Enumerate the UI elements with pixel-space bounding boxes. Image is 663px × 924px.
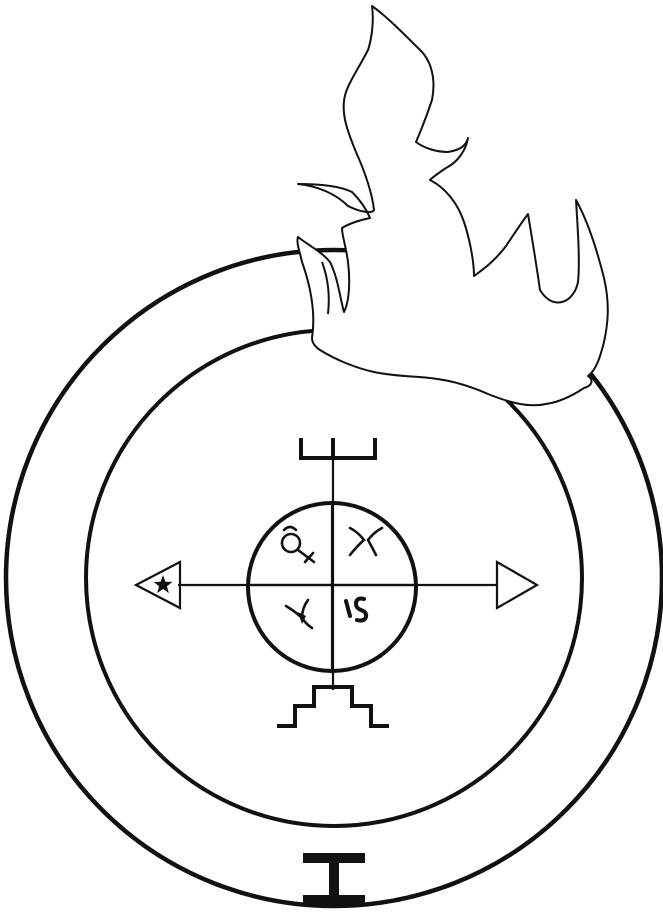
flame-icon	[297, 6, 607, 405]
triangle-with-star-icon	[136, 562, 180, 608]
triangle-icon	[497, 562, 537, 608]
i-beam-icon	[303, 853, 365, 905]
mercury-venus-symbol-icon	[282, 527, 314, 562]
fork-icon	[286, 600, 312, 628]
step-pyramid-icon	[277, 687, 389, 726]
is-glyph-icon	[346, 599, 366, 621]
double-fork-icon	[350, 528, 382, 555]
trident-icon	[301, 438, 375, 458]
